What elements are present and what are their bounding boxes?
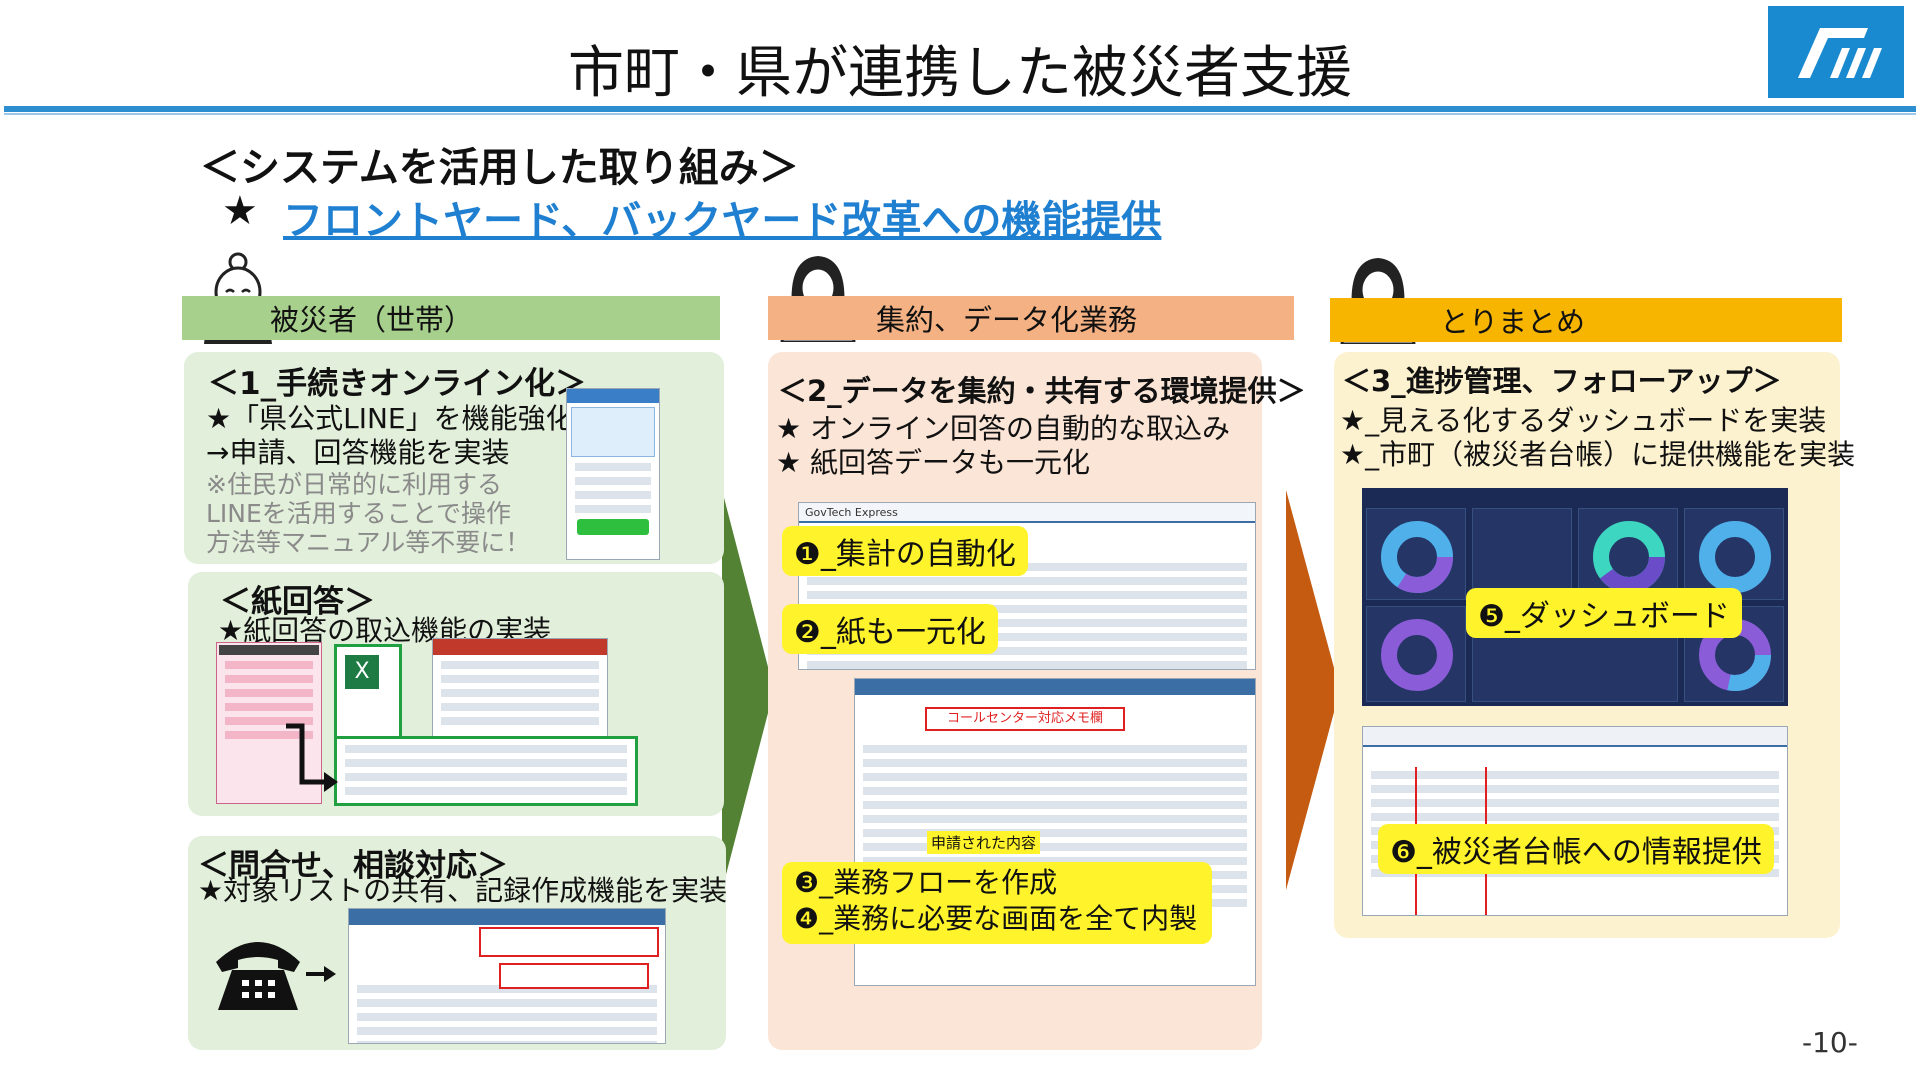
title-rule: [4, 106, 1916, 112]
paper-response-panel: ＜紙回答＞ ★紙回答の取込機能の実装 X: [188, 572, 724, 816]
donut-chart-icon: [1381, 521, 1453, 593]
excel-file-icon: X: [334, 644, 402, 742]
call-center-memo-field: コールセンター対応メモ欄: [925, 707, 1125, 731]
donut-chart-icon: [1593, 521, 1665, 593]
inquiry-record-screenshot: [348, 908, 666, 1044]
title-rule-thin: [4, 113, 1916, 115]
ledger-info-label: ❻_被災者台帳への情報提供: [1378, 824, 1774, 874]
progress-management-panel: ＜3_進捗管理、フォローアップ＞ ★_見える化するダッシュボードを実装 ★_市町…: [1334, 352, 1855, 938]
page-number: -10-: [1802, 1026, 1858, 1059]
inquiry-panel: ＜問合せ、相談対応＞ ★対象リストの共有、記録作成機能を実装: [188, 836, 728, 1050]
data-aggregation-panel: ＜2_データを集約・共有する環境提供＞ ★ オンライン回答の自動的な取込み ★ …: [768, 352, 1306, 1050]
applied-content-label: 申請された内容: [927, 831, 1041, 854]
online-note-1: ※住民が日常的に利用する: [206, 470, 502, 499]
aggregation-text-2: ★ 紙回答データも一元化: [776, 446, 1091, 479]
prefecture-logo: [1768, 6, 1904, 98]
paper-unification-label: ❷_紙も一元化: [782, 604, 998, 654]
inhouse-screens-label: ❹_業務に必要な画面を全て内製: [794, 902, 1198, 935]
workflow-label: ❸_業務フローを作成: [794, 866, 1058, 899]
online-heading: ＜1_手続きオンライン化＞: [208, 366, 587, 402]
page-title: 市町・県が連携した被災者支援: [568, 41, 1352, 106]
flow-arrow-right: [1286, 490, 1340, 890]
section-heading: ＜システムを活用した取り組み＞: [200, 145, 799, 191]
star-icon: ★: [222, 188, 258, 234]
donut-chart-icon: [1699, 521, 1771, 593]
victim-ledger-screenshot: [1362, 726, 1788, 916]
workflow-label-box: ❸_業務フローを作成 ❹_業務に必要な画面を全て内製: [782, 862, 1212, 944]
line-app-screenshot: [566, 388, 660, 560]
aggregation-column-header: 集約、データ化業務: [768, 296, 1294, 340]
online-note-2: LINEを活用することで操作: [206, 499, 512, 528]
aggregation-text-1: ★ オンライン回答の自動的な取込み: [776, 412, 1231, 445]
auto-aggregation-label: ❶_集計の自動化: [782, 526, 1028, 576]
flow-arrow-right: [722, 490, 774, 890]
imported-data-table: [334, 736, 638, 806]
online-text-2: →申請、回答機能を実装: [206, 436, 510, 469]
progress-heading: ＜3_進捗管理、フォローアップ＞: [1342, 364, 1782, 398]
telephone-icon: [216, 942, 300, 1010]
dashboard-label: ❺_ダッシュボード: [1466, 588, 1742, 638]
summary-text-2: ★_市町（被災者台帳）に提供機能を実装: [1340, 438, 1856, 471]
flow-arrow-icon: [306, 966, 336, 982]
victim-column-header: 被災者（世帯）: [182, 296, 720, 340]
aggregation-heading: ＜2_データを集約・共有する環境提供＞: [778, 374, 1306, 408]
online-procedure-panel: ＜1_手続きオンライン化＞ ★「県公式LINE」を機能強化 →申請、回答機能を実…: [184, 352, 724, 564]
online-note-3: 方法等マニュアル等不要に！: [206, 528, 531, 557]
inquiry-heading: ＜問合せ、相談対応＞: [198, 848, 508, 884]
inquiry-text-1: ★対象リストの共有、記録作成機能を実装: [198, 874, 728, 907]
app-name: GovTech Express: [799, 503, 1255, 523]
summary-text-1: ★_見える化するダッシュボードを実装: [1340, 404, 1827, 437]
online-text-1: ★「県公式LINE」を機能強化: [206, 402, 574, 435]
paper-heading: ＜紙回答＞: [220, 584, 375, 620]
flow-arrow-icon: [286, 723, 338, 792]
summary-column-header: とりまとめ: [1330, 298, 1842, 342]
donut-chart-icon: [1381, 619, 1453, 691]
import-tool-screenshot: [432, 638, 608, 750]
reform-link[interactable]: フロントヤード、バックヤード改革への機能提供: [283, 198, 1162, 244]
